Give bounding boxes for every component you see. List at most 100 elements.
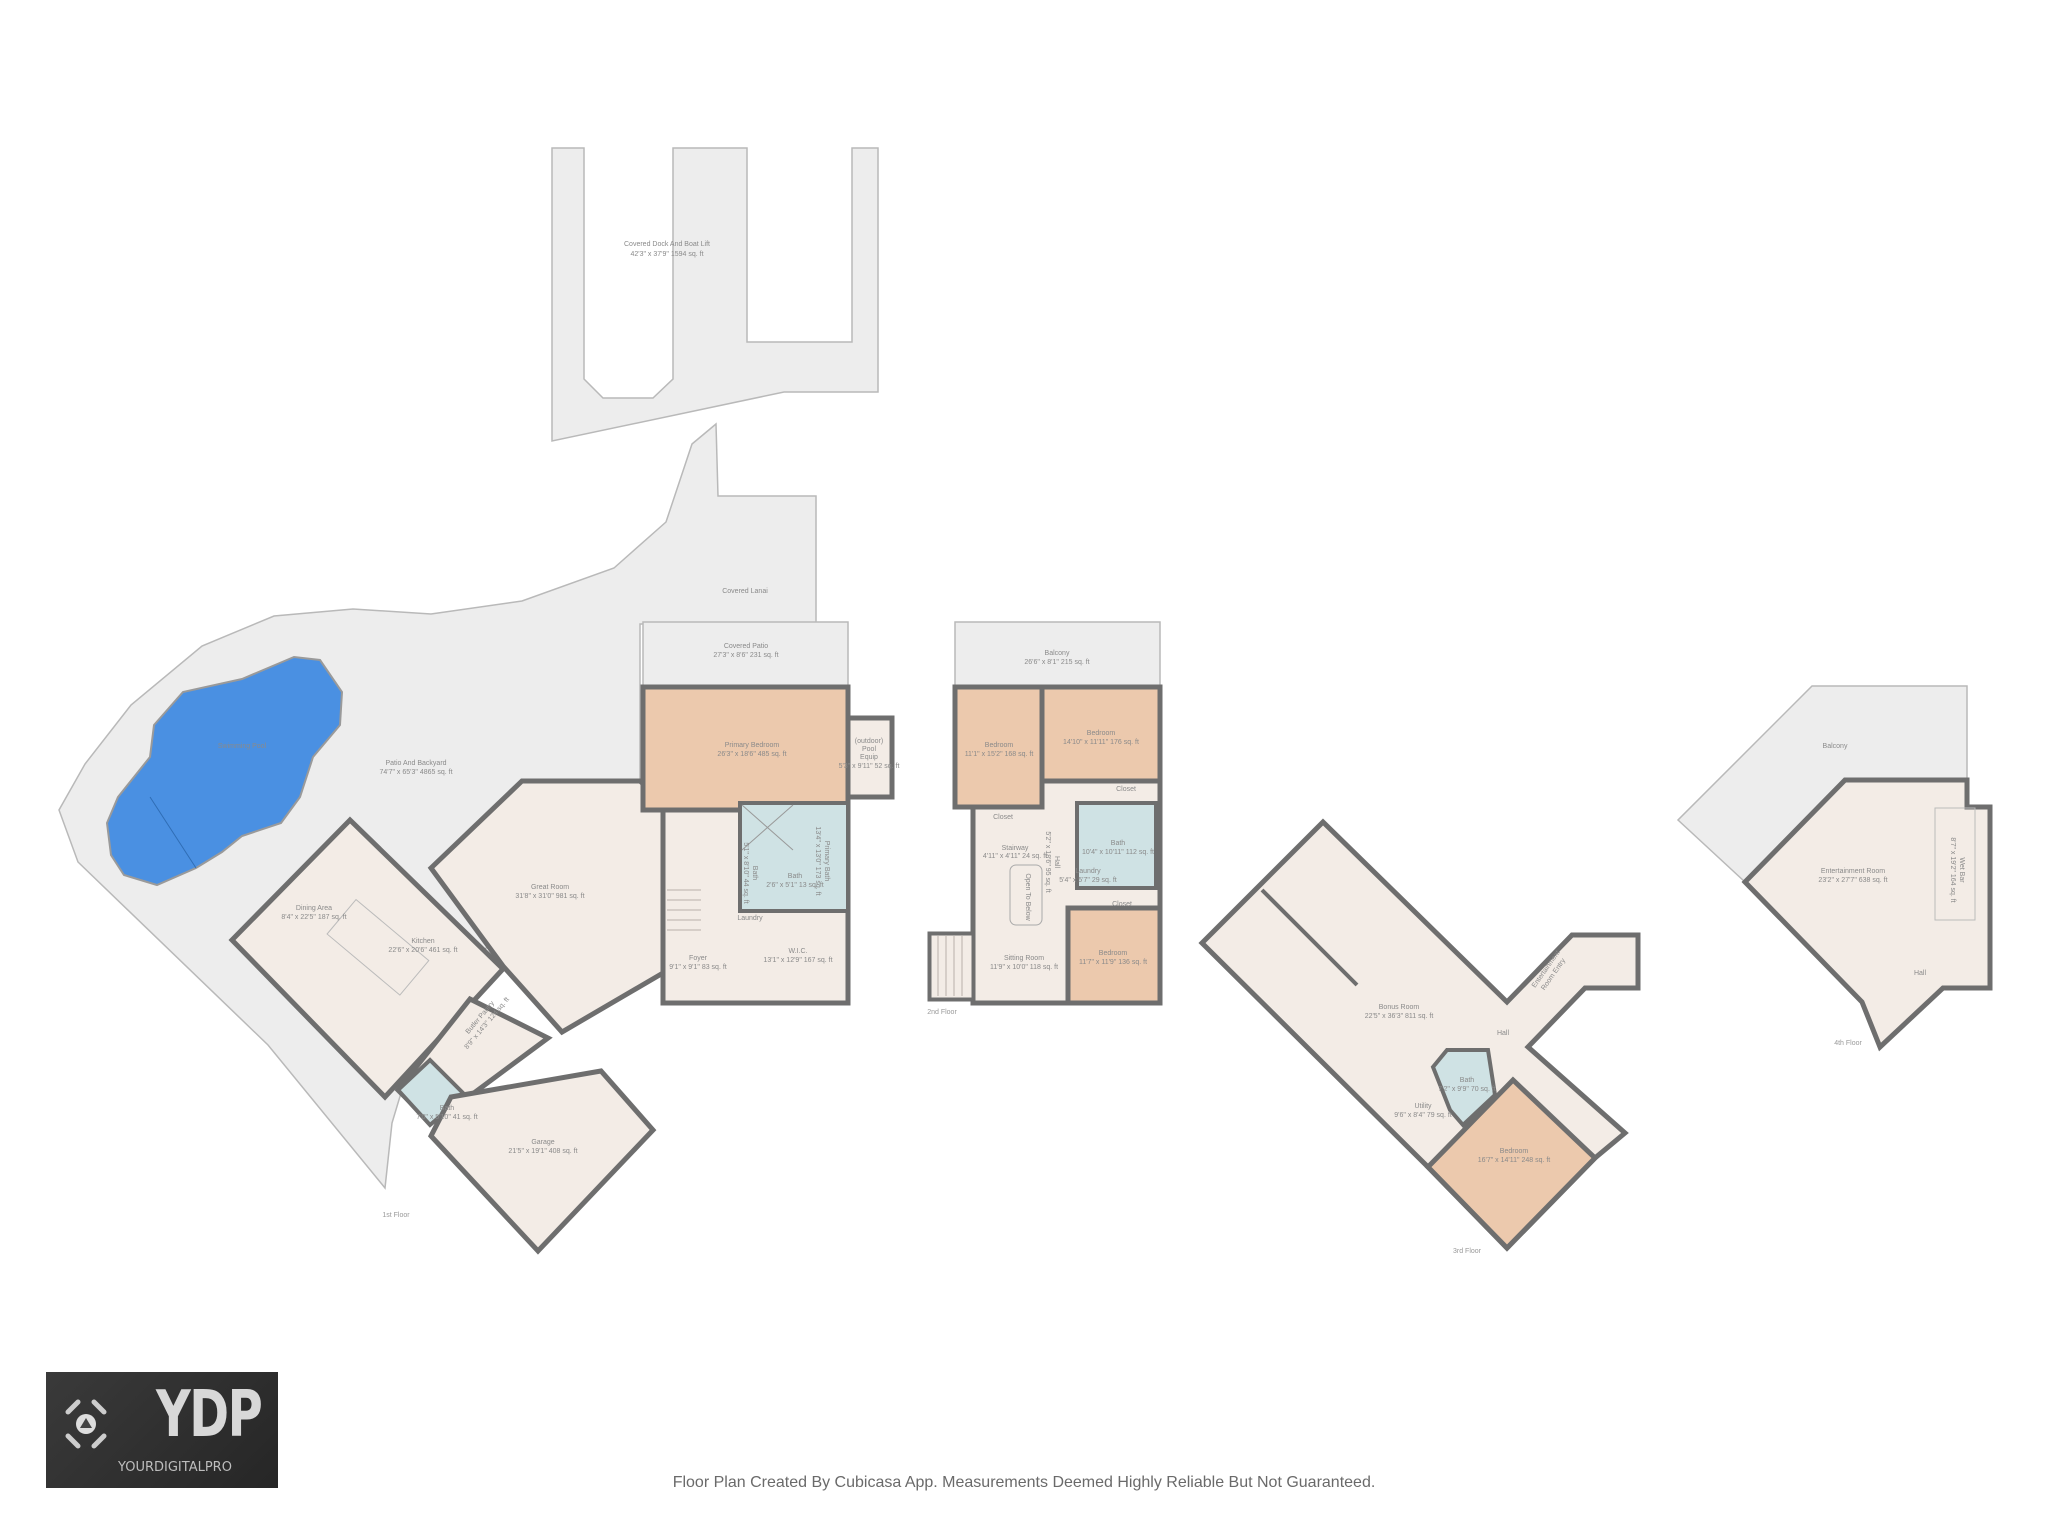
pool-equip-shape: [845, 715, 895, 800]
floor-4-label: 4th Floor: [1834, 1040, 1862, 1047]
pool-equip-line1: (outdoor): [855, 738, 883, 745]
wet-bar-dims: 8'7" x 19'2" 164 sq. ft: [1949, 837, 1956, 902]
laundry-2-name: Laundry: [1075, 868, 1101, 875]
covered-patio-name: Covered Patio: [724, 643, 768, 650]
dining-name: Dining Area: [296, 905, 332, 912]
sitting-room-dims: 11'9" x 10'0" 118 sq. ft: [990, 964, 1058, 971]
primary-bedroom-shape: [640, 684, 851, 813]
entertainment-room-name: Entertainment Room: [1821, 868, 1885, 875]
hall-2-dims: 5'2" x 18'6" 95 sq. ft: [1044, 831, 1051, 892]
dock-name: Covered Dock And Boat Lift: [624, 241, 710, 248]
open-to-below-shape: [1009, 864, 1043, 926]
floor-3-label: 3rd Floor: [1453, 1248, 1482, 1255]
patio-dims: 74'7" x 65'3" 4865 sq. ft: [379, 769, 452, 776]
wet-bar-counter: [1934, 807, 1976, 921]
pool-equip-line3: Equip: [860, 754, 878, 761]
great-room-dims: 31'8" x 31'0" 981 sq. ft: [515, 893, 584, 900]
balcony-2-dims: 26'6" x 8'1" 215 sq. ft: [1024, 659, 1089, 666]
bedroom-bottom-name: Bedroom: [1099, 950, 1128, 957]
floor-2: Balcony 26'6" x 8'1" 215 sq. ft Bedroom …: [927, 621, 1163, 1016]
bath-2-name: Bath: [1111, 840, 1126, 847]
floor-2-label: 2nd Floor: [927, 1009, 957, 1016]
bath-a-name: Bath: [751, 866, 758, 881]
logo-ydp: YDP: [156, 1378, 263, 1452]
hall-3-name: Hall: [1497, 1030, 1510, 1037]
great-room-name: Great Room: [531, 884, 569, 891]
wic-dims: 13'1" x 12'9" 167 sq. ft: [763, 957, 832, 964]
kitchen-dining-shape: [228, 816, 507, 1101]
sitting-room-name: Sitting Room: [1004, 955, 1044, 962]
lanai-name: Covered Lanai: [722, 588, 768, 595]
patio-name: Patio And Backyard: [385, 760, 446, 767]
bedroom-3-shape: [1424, 1076, 1599, 1252]
dining-dims: 8'4" x 22'5" 187 sq. ft: [281, 914, 346, 921]
bonus-room-wall: [1260, 888, 1359, 987]
bedroom-bottom-shape: [1065, 905, 1163, 1006]
stairway-dims: 4'11" x 4'11" 24 sq. ft: [983, 853, 1047, 860]
open-to-below: Open To Below: [1024, 873, 1031, 921]
pool-equip-dims: 5'3" x 9'11" 52 sq. ft: [839, 763, 900, 770]
garage-shape: [427, 1068, 657, 1255]
bedroom-left-name: Bedroom: [985, 742, 1014, 749]
floor-3: Bonus Room 22'5" x 36'3" 811 sq. ft Ente…: [1198, 818, 1641, 1255]
hall-4-name: Hall: [1914, 970, 1927, 977]
pool-name: Swimming Pool: [218, 743, 267, 750]
stairs: [667, 889, 701, 931]
kitchen-dims: 22'6" x 20'6" 461 sq. ft: [388, 947, 457, 954]
bath-3-name: Bath: [1460, 1077, 1475, 1084]
closet-left: Closet: [993, 814, 1013, 821]
utility-name: Utility: [1414, 1103, 1432, 1110]
logo-text: YOURDIGITALPRO: [118, 1460, 232, 1475]
stairs-2: [928, 932, 975, 1001]
primary-bedroom-dims: 26'3" x 18'6" 485 sq. ft: [717, 751, 786, 758]
covered-patio-shape: [642, 621, 849, 688]
pool-equip-line2: Pool: [862, 746, 876, 753]
swimming-pool-shape: [105, 655, 344, 887]
hall-2-name: Hall: [1053, 856, 1060, 869]
bonus-room-name: Bonus Room: [1379, 1004, 1420, 1011]
garage-dims: 21'5" x 19'1" 408 sq. ft: [508, 1148, 577, 1155]
laundry-name: Laundry: [737, 915, 763, 922]
bedroom-right-name: Bedroom: [1087, 730, 1116, 737]
primary-bath-dims: 13'4" x 13'0" 173 sq. ft: [814, 826, 821, 895]
disclaimer-footer: Floor Plan Created By Cubicasa App. Meas…: [672, 1474, 1376, 1491]
stairway-name: Stairway: [1002, 845, 1029, 852]
balcony-4-name: Balcony: [1823, 743, 1848, 750]
entertainment-room-dims: 23'2" x 27'7" 638 sq. ft: [1818, 877, 1887, 884]
dock-area: Covered Dock And Boat Lift 42'3" x 37'9"…: [551, 147, 879, 442]
laundry-2-dims: 5'4" x 5'7" 29 sq. ft: [1059, 877, 1117, 884]
balcony-2-name: Balcony: [1045, 650, 1070, 657]
dock-dims: 42'3" x 37'9" 1594 sq. ft: [630, 251, 703, 258]
bedroom-3-dims: 16'7" x 14'11" 248 sq. ft: [1478, 1157, 1551, 1164]
wic-name: W.I.C.: [788, 948, 807, 955]
foyer-dims: 9'1" x 9'1" 83 sq. ft: [669, 964, 727, 971]
utility-dims: 9'6" x 8'4" 79 sq. ft: [1394, 1112, 1452, 1119]
bath-garage-name: Bath: [440, 1105, 455, 1112]
shower-cross: [741, 804, 794, 851]
foyer-name: Foyer: [689, 955, 708, 962]
wet-bar-name: Wet Bar: [1958, 857, 1965, 883]
bath-2-dims: 10'4" x 10'11" 112 sq. ft: [1082, 849, 1154, 856]
pool-step-line: [149, 796, 197, 869]
garage-name: Garage: [531, 1139, 554, 1146]
ydp-logo-mark-icon: [65, 1399, 107, 1449]
kitchen-name: Kitchen: [411, 938, 434, 945]
bath-3-dims: 7'2" x 9'9" 70 sq. ft: [1438, 1086, 1496, 1093]
bedroom-right-dims: 14'10" x 11'11" 176 sq. ft: [1063, 739, 1139, 746]
floor-1: Swimming Pool Patio And Backyard 74'7" x…: [58, 422, 900, 1255]
floor-4: Balcony Entertainment Room 23'2" x 27'7"…: [1676, 685, 1993, 1052]
covered-dock-shape: [551, 147, 879, 442]
closet-bottom: Closet: [1112, 901, 1132, 908]
bath-2-shape: [1075, 801, 1158, 890]
covered-patio-dims: 27'3" x 8'6" 231 sq. ft: [713, 652, 778, 659]
primary-bath-shape: [738, 801, 850, 913]
bath-a-dims: 5'1" x 8'10" 44 sq. ft: [742, 842, 749, 903]
entertainment-room-shape: [1741, 777, 1993, 1052]
bedroom-left-dims: 11'1" x 15'2" 168 sq. ft: [965, 751, 1034, 758]
bedroom-left-shape: [952, 684, 1045, 810]
ydp-logo: YDP YOURDIGITALPRO: [46, 1372, 278, 1488]
bonus-room-dims: 22'5" x 36'3" 811 sq. ft: [1365, 1013, 1434, 1020]
balcony-2-shape: [954, 621, 1161, 688]
primary-bath-name: Primary Bath: [823, 841, 830, 882]
